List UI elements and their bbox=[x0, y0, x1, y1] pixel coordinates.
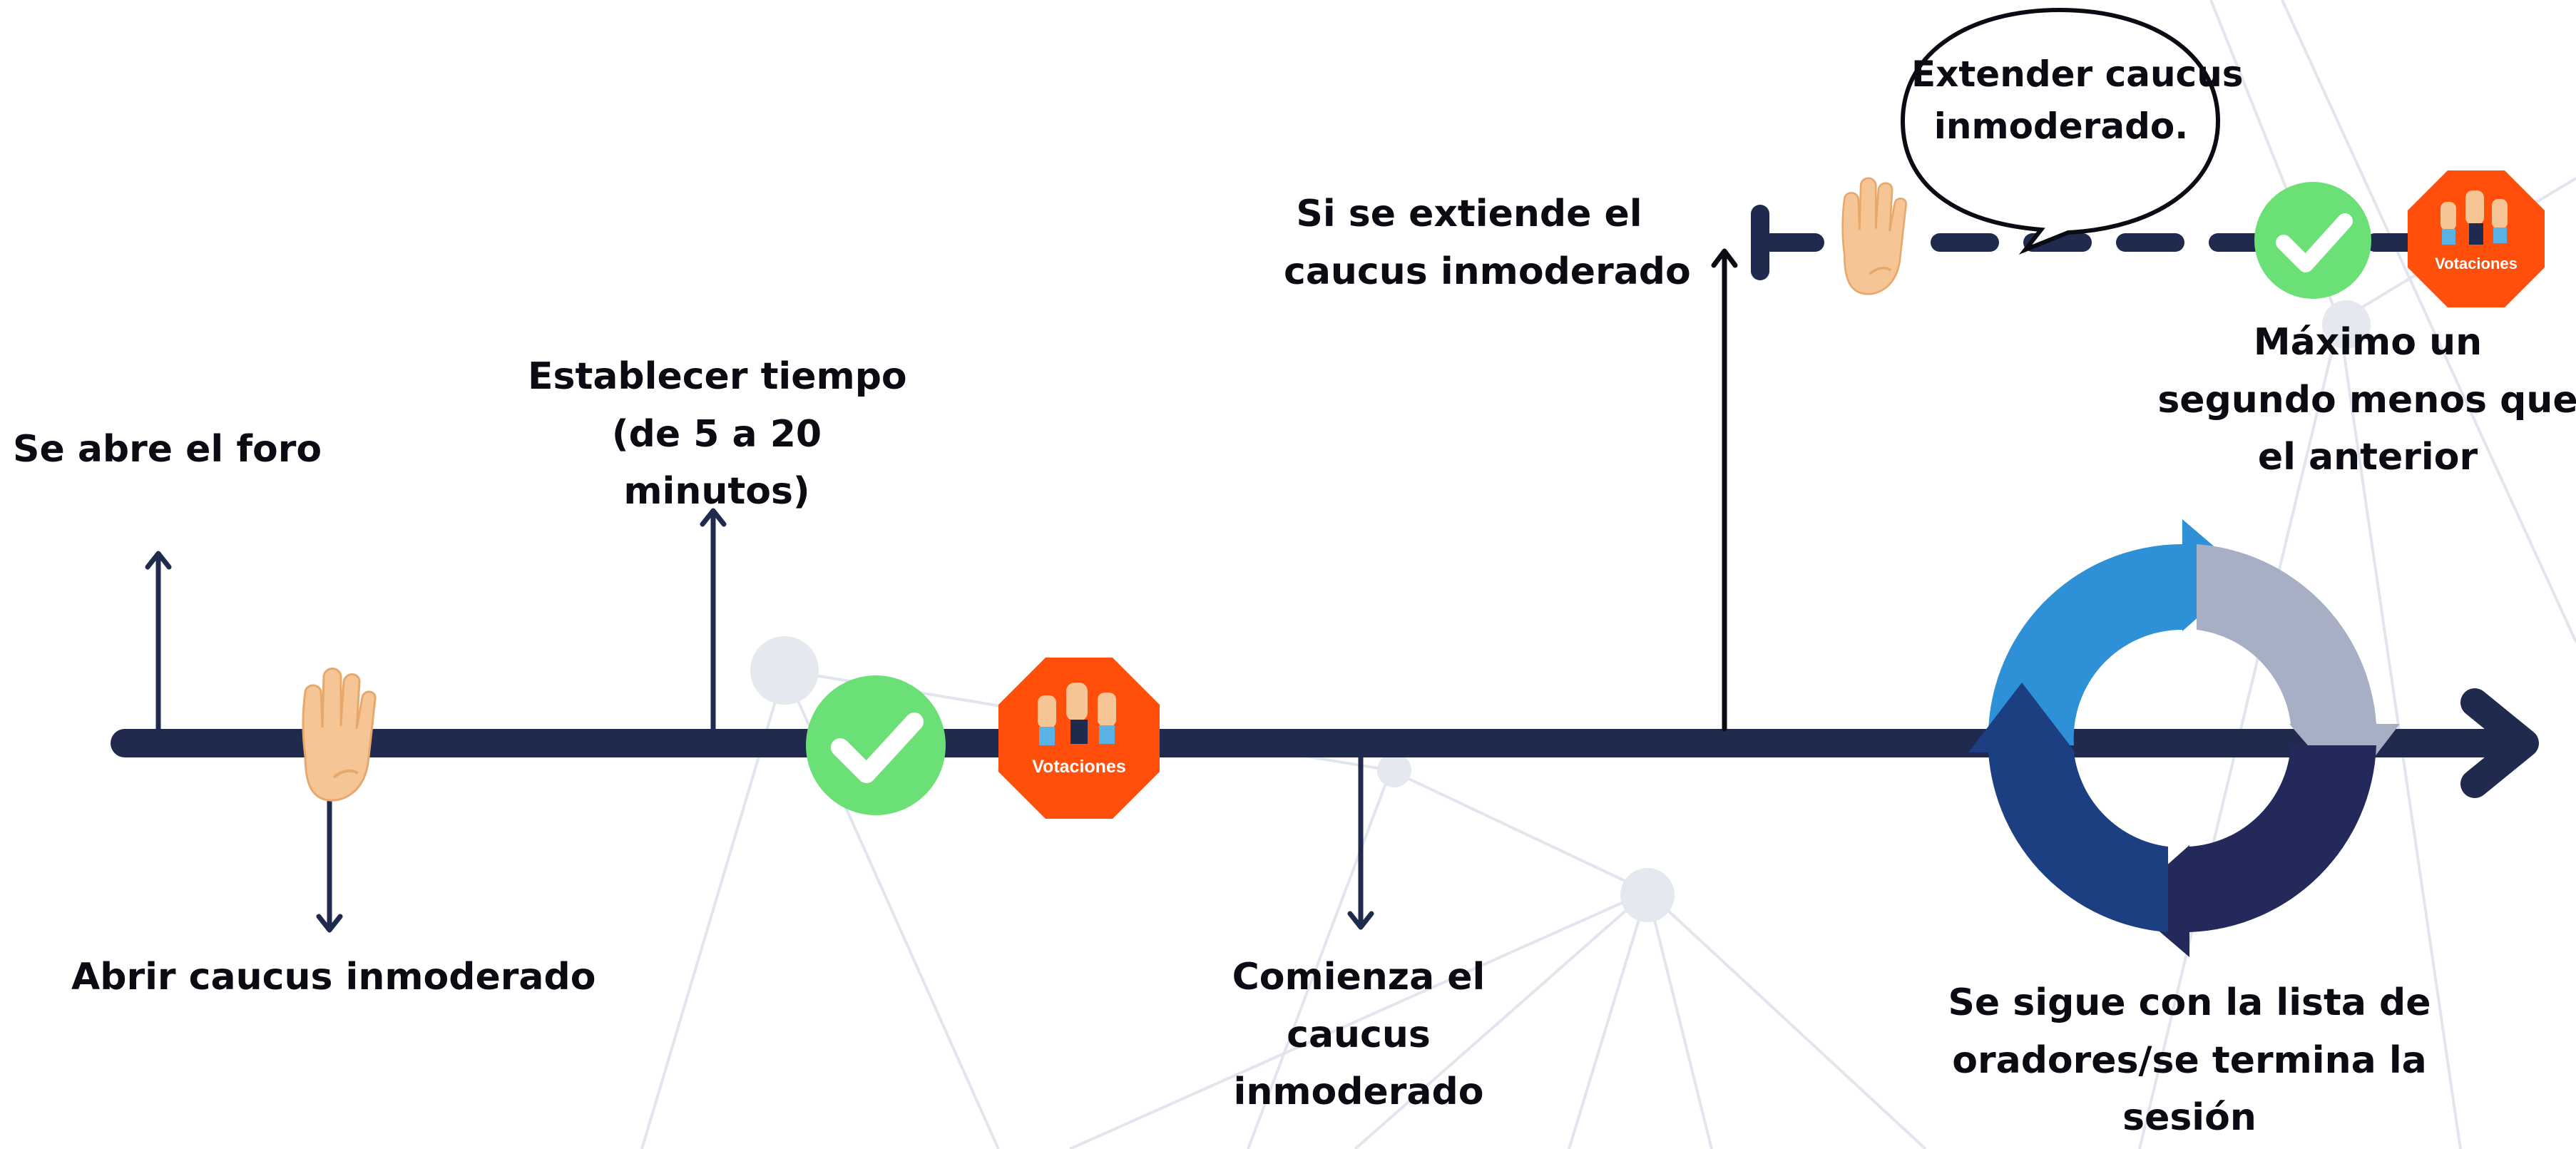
check-icon bbox=[806, 675, 946, 815]
step-open-caucus: Abrir caucus inmoderado bbox=[71, 956, 596, 999]
vote-label: Votaciones bbox=[2435, 255, 2518, 272]
arrow-extend bbox=[1711, 248, 1738, 732]
step-max-rule: Máximo un segundo menos que el anterior bbox=[2157, 321, 2576, 479]
step-if-extended: Si se extiende el caucus inmoderado bbox=[1284, 193, 1691, 293]
step-open-forum: Se abre el foro bbox=[13, 428, 322, 471]
step-continue: Se sigue con la lista de oradores/se ter… bbox=[1948, 981, 2431, 1140]
speech-bubble bbox=[1900, 7, 2221, 255]
hand-icon bbox=[302, 667, 377, 802]
vote-stop-icon: Votaciones bbox=[2408, 170, 2545, 307]
arrow-caucus-starts bbox=[1347, 755, 1374, 930]
vote-stop-icon: Votaciones bbox=[998, 658, 1160, 819]
timeline-arrowhead bbox=[2460, 688, 2539, 798]
cycle-arrows-icon bbox=[1968, 519, 2400, 957]
background-nodes bbox=[750, 300, 2371, 922]
step-caucus-starts: Comienza el caucus inmoderado bbox=[1232, 956, 1486, 1114]
hand-icon bbox=[1841, 177, 1908, 296]
arrow-set-time bbox=[700, 508, 727, 732]
arrow-open-forum bbox=[145, 551, 172, 732]
check-icon bbox=[2254, 182, 2371, 299]
step-set-time: Establecer tiempo (de 5 a 20 minutos) bbox=[528, 355, 907, 514]
vote-label: Votaciones bbox=[1032, 757, 1126, 777]
speech-bubble-text: Extender caucus inmoderado. bbox=[1911, 53, 2244, 147]
